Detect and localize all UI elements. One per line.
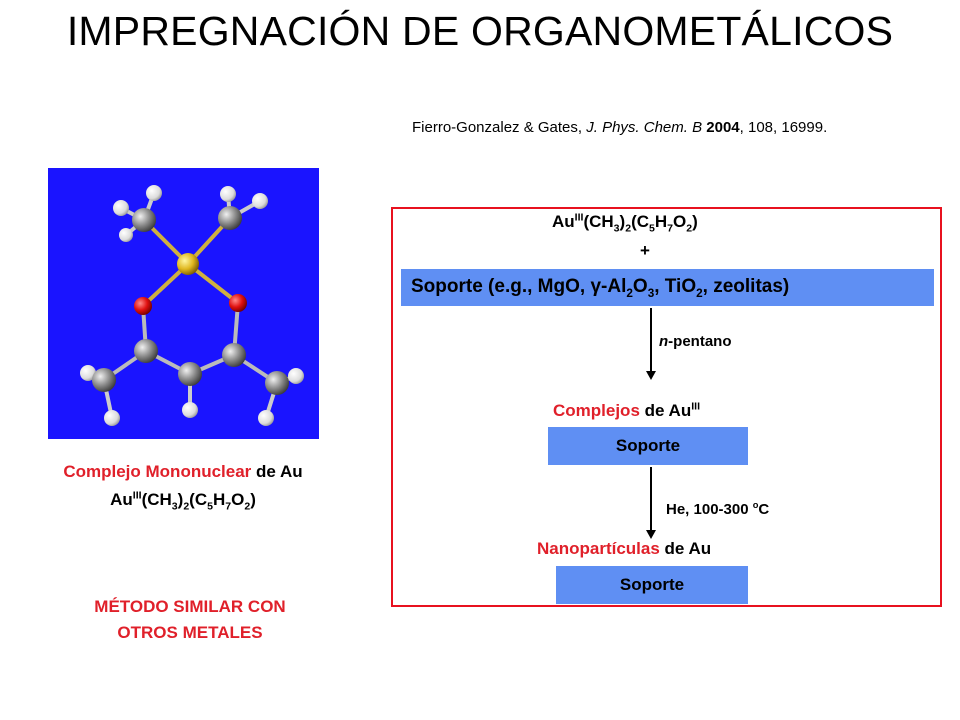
reference-authors: Fierro-Gonzalez & Gates, bbox=[412, 119, 587, 136]
caption-line-1: Complejo Mononuclear de Au bbox=[0, 458, 366, 486]
arrow-step-1 bbox=[650, 308, 652, 372]
method-note: MÉTODO SIMILAR CON OTROS METALES bbox=[50, 594, 330, 646]
reference-volume-page: , 108, 16999. bbox=[739, 119, 828, 136]
caption-formula: AuIII(CH3)2(C5H7O2) bbox=[110, 489, 256, 513]
arrow-head-1 bbox=[646, 371, 656, 380]
reference-year: 2004 bbox=[706, 119, 740, 136]
scheme-frame bbox=[391, 207, 942, 607]
literature-reference: Fierro-Gonzalez & Gates, J. Phys. Chem. … bbox=[412, 119, 827, 136]
precursor-formula: AuIII(CH3)2(C5H7O2) bbox=[552, 211, 698, 235]
page-title: IMPREGNACIÓN DE ORGANOMETÁLICOS bbox=[66, 8, 894, 54]
molecule-caption: Complejo Mononuclear de Au AuIII(CH3)2(C… bbox=[0, 458, 366, 514]
reference-journal: J. Phys. Chem. B bbox=[586, 119, 703, 136]
plus-sign: + bbox=[640, 241, 650, 260]
complex-label: Complejos de AuIII bbox=[553, 400, 701, 420]
caption-highlight: Complejo Mononuclear bbox=[63, 462, 252, 481]
step-1-conditions: n-pentano bbox=[659, 333, 732, 350]
note-line-1: MÉTODO SIMILAR CON bbox=[94, 597, 286, 616]
support-box-complex: Soporte bbox=[548, 427, 748, 465]
caption-rest: de Au bbox=[251, 462, 303, 481]
arrow-head-2 bbox=[646, 530, 656, 539]
arrow-step-2 bbox=[650, 467, 652, 531]
note-line-2: OTROS METALES bbox=[117, 623, 263, 642]
step-2-conditions: He, 100-300 oC bbox=[666, 500, 770, 518]
support-box-nanoparticles: Soporte bbox=[556, 566, 748, 604]
molecule-model-graphic bbox=[80, 185, 304, 426]
nanoparticle-label: Nanopartículas de Au bbox=[537, 539, 712, 558]
molecule-3d-model bbox=[48, 168, 319, 439]
support-bar: Soporte (e.g., MgO, γ-Al2O3, TiO2, zeoli… bbox=[401, 269, 934, 306]
